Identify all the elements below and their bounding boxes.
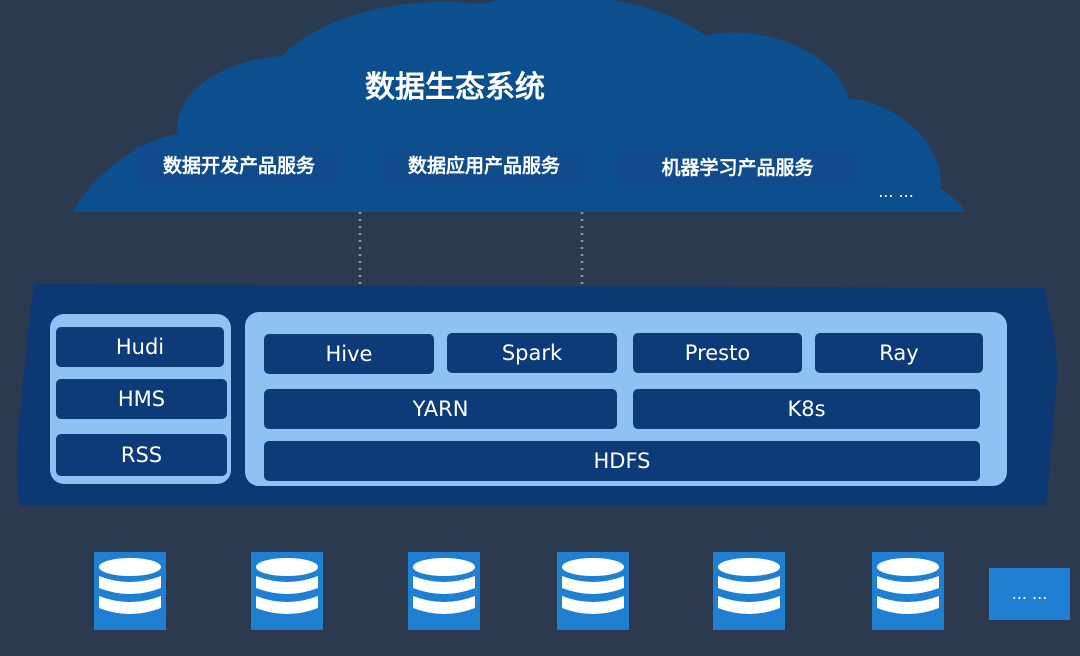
component-hudi[interactable]: Hudi	[56, 327, 224, 367]
storage-hdfs[interactable]: HDFS	[264, 441, 980, 481]
data-source-more[interactable]: ... ...	[989, 568, 1070, 620]
database-icon	[872, 552, 944, 630]
scheduler-yarn[interactable]: YARN	[264, 389, 617, 429]
database-icon	[408, 552, 480, 630]
service-data-development[interactable]: 数据开发产品服务	[136, 146, 342, 186]
engine-spark[interactable]: Spark	[447, 333, 617, 373]
cloud-title: 数据生态系统	[365, 70, 545, 105]
scheduler-k8s[interactable]: K8s	[633, 389, 980, 429]
service-data-application[interactable]: 数据应用产品服务	[378, 146, 590, 186]
component-hms[interactable]: HMS	[56, 379, 227, 419]
component-rss[interactable]: RSS	[56, 434, 227, 476]
database-icon	[251, 552, 323, 630]
database-icon	[557, 552, 629, 630]
service-machine-learning[interactable]: 机器学习产品服务	[616, 148, 859, 188]
cloud-more-ellipsis: ... ...	[878, 182, 914, 201]
engine-hive[interactable]: Hive	[264, 334, 434, 374]
database-icon	[713, 552, 785, 630]
database-icon	[94, 552, 166, 630]
engine-ray[interactable]: Ray	[815, 333, 983, 373]
engine-presto[interactable]: Presto	[633, 333, 802, 373]
